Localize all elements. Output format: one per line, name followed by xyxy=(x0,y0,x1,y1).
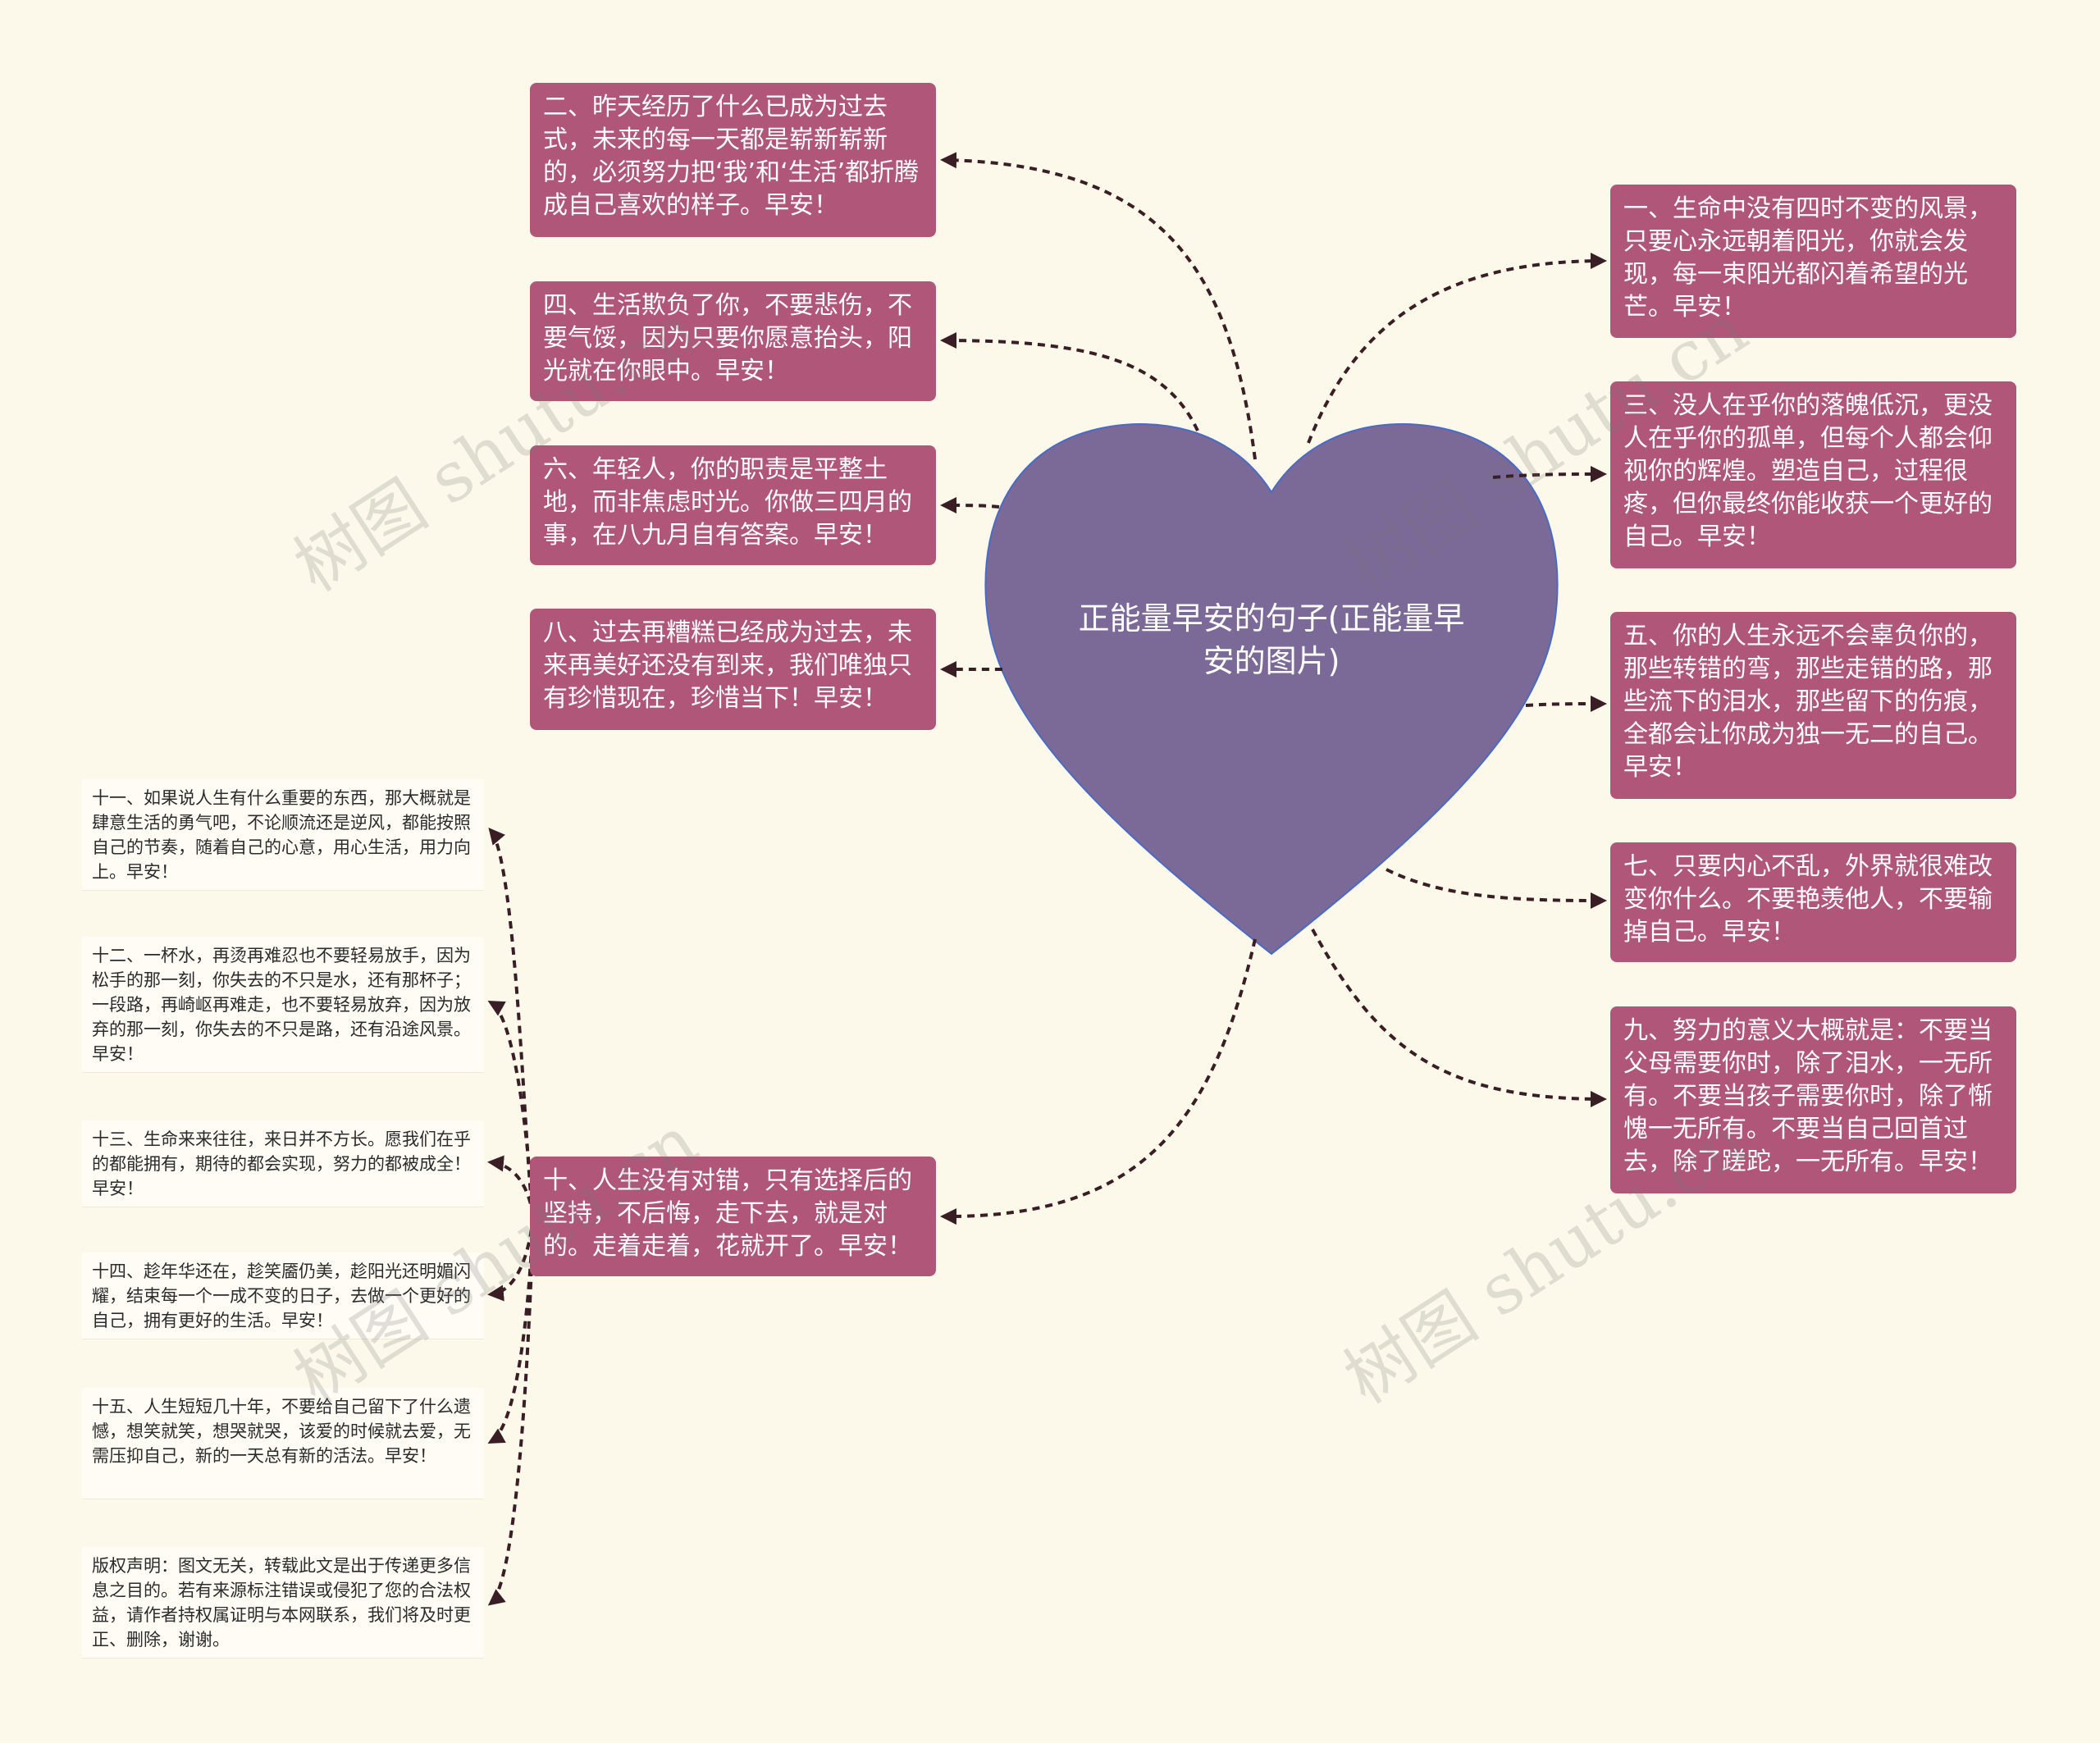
branch-card-7[interactable]: 七、只要内心不乱，外界就很难改变你什么。不要艳羡他人，不要输掉自己。早安！ xyxy=(1610,842,2016,962)
connector-c2 xyxy=(940,152,1257,460)
sub-note-12[interactable]: 十二、一杯水，再烫再难忍也不要轻易放手，因为松手的那一刻，你失去的不只是水，还有… xyxy=(82,937,484,1073)
connector-c7 xyxy=(1386,868,1607,909)
branch-card-4[interactable]: 四、生活欺负了你，不要悲伤，不要气馁，因为只要你愿意抬头，阳光就在你眼中。早安！ xyxy=(530,281,936,401)
connector-n15 xyxy=(487,1216,535,1444)
branch-card-1[interactable]: 一、生命中没有四时不变的风景，只要心永远朝着阳光，你就会发现，每一束阳光都闪着希… xyxy=(1610,185,2016,338)
branch-card-3[interactable]: 三、没人在乎你的落魄低沉，更没人在乎你的孤单，但每个人都会仰视你的辉煌。塑造自己… xyxy=(1610,381,2016,568)
heart-shape[interactable] xyxy=(984,423,1559,956)
sub-note-15[interactable]: 十五、人生短短几十年，不要给自己留下了什么遗憾，想笑就笑，想哭就哭，该爱的时候就… xyxy=(82,1388,484,1499)
sub-note-14[interactable]: 十四、趁年华还在，趁笑靥仍美，趁阳光还明媚闪耀，结束每一个一成不变的日子，去做一… xyxy=(82,1252,484,1339)
branch-card-5[interactable]: 五、你的人生永远不会辜负你的，那些转错的弯，那些走错的路，那些流下的泪水，那些留… xyxy=(1610,612,2016,799)
connector-copyright xyxy=(487,1216,535,1606)
connector-n11 xyxy=(488,827,535,1217)
connector-c5 xyxy=(1525,696,1607,713)
connector-n13 xyxy=(487,1155,535,1217)
connector-n14 xyxy=(487,1216,535,1302)
central-topic-title[interactable]: 正能量早安的句子(正能量早安的图片) xyxy=(1078,600,1465,679)
sub-note-13[interactable]: 十三、生命来来往往，来日并不方长。愿我们在乎的都能拥有，期待的都会实现，努力的都… xyxy=(82,1120,484,1207)
connector-c3 xyxy=(1492,466,1607,483)
copyright-note[interactable]: 版权声明：图文无关，转载此文是出于传递更多信息之目的。若有来源标注错误或侵犯了您… xyxy=(82,1547,484,1659)
connector-c10 xyxy=(940,938,1257,1225)
connector-n12 xyxy=(487,1001,535,1217)
branch-card-9[interactable]: 九、努力的意义大概就是：不要当父母需要你时，除了泪水，一无所有。不要当孩子需要你… xyxy=(1610,1006,2016,1193)
sub-note-11[interactable]: 十一、如果说人生有什么重要的东西，那大概就是肆意生活的勇气吧，不论顺流还是逆风，… xyxy=(82,779,484,891)
connector-c9 xyxy=(1311,929,1607,1107)
branch-card-10[interactable]: 十、人生没有对错，只有选择后的坚持，不后悔，走下去，就是对的。走着走着，花就开了… xyxy=(530,1157,936,1276)
branch-card-6[interactable]: 六、年轻人，你的职责是平整土地，而非焦虑时光。你做三四月的事，在八九月自有答案。… xyxy=(530,445,936,565)
branch-card-2[interactable]: 二、昨天经历了什么已成为过去式，未来的每一天都是崭新崭新的，必须努力把‘我’和‘… xyxy=(530,83,936,237)
connector-c4 xyxy=(940,332,1199,431)
connector-c1 xyxy=(1307,253,1607,444)
branch-card-8[interactable]: 八、过去再糟糕已经成为过去，未来再美好还没有到来，我们唯独只有珍惜现在，珍惜当下… xyxy=(530,609,936,730)
connector-c6 xyxy=(940,497,1000,514)
